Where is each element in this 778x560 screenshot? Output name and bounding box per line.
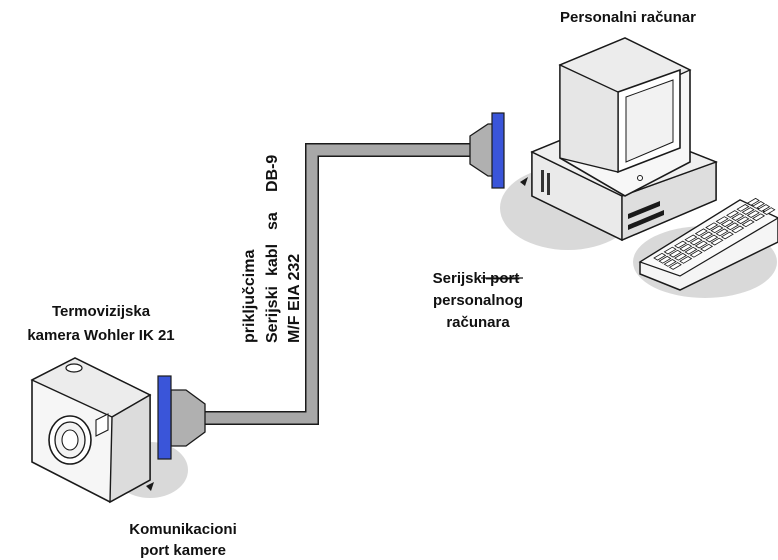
desktop-computer-icon: [530, 37, 718, 242]
keyboard-key: [700, 243, 714, 252]
keyboard-key: [746, 197, 760, 206]
cable-desc-word-kabl: kabl: [264, 244, 281, 276]
cable-desc-line3: M/F EIA 232: [286, 254, 303, 343]
keyboard-key: [694, 228, 708, 237]
keyboard-key: [674, 240, 688, 249]
digital-camera-icon: [30, 357, 154, 504]
keyboard-key: [762, 207, 776, 215]
camera-label-line1: Termovizijska: [52, 303, 151, 320]
keyboard-key: [679, 243, 693, 252]
keyboard-key: [715, 228, 729, 237]
keyboard-key: [705, 234, 719, 243]
cable-desc-word-db9: DB-9: [264, 155, 281, 192]
keyboard-key: [710, 237, 724, 246]
keyboard-key: [720, 231, 734, 240]
keyboard-key: [668, 249, 682, 258]
keyboard-key: [700, 231, 714, 240]
cable-desc-word-serijski: Serijski: [264, 286, 281, 343]
camera-group: [30, 357, 206, 504]
computer-db9-connector: [469, 112, 528, 189]
keyboard-key: [731, 225, 745, 234]
camera-port-label-line1: Komunikacioni: [129, 521, 237, 538]
serial-cable: [205, 143, 470, 425]
keyboard-key: [710, 225, 724, 234]
keyboard-key: [684, 246, 698, 255]
keyboard-key: [663, 246, 677, 255]
computer-group: [469, 37, 778, 298]
pc-port-label-line3: računara: [446, 314, 510, 331]
keyboard-key: [726, 210, 740, 218]
keyboard-key: [663, 259, 677, 267]
camera-db9-connector: [157, 375, 206, 460]
keyboard-icon: [638, 197, 778, 291]
keyboard-key: [746, 210, 760, 218]
keyboard-key: [684, 234, 698, 243]
keyboard-key: [736, 216, 750, 225]
keyboard-key: [658, 255, 672, 264]
keyboard-key: [757, 204, 771, 212]
camera-port-label-line2: port kamere: [140, 542, 226, 559]
pc-title: Personalni računar: [560, 9, 696, 26]
keyboard-key: [705, 222, 719, 231]
keyboard-key: [653, 252, 667, 261]
camera-label-line2: kamera Wohler IK 21: [27, 327, 174, 344]
keyboard-key: [668, 262, 682, 270]
keyboard-key: [752, 201, 766, 209]
pc-port-label-line2: personalnog: [433, 292, 523, 309]
keyboard-key: [689, 237, 703, 246]
keyboard-key: [720, 219, 734, 228]
keyboard-key: [726, 222, 740, 231]
keyboard-key: [679, 256, 693, 264]
cable-desc-line1: priključcima: [241, 250, 258, 343]
keyboard-key: [741, 219, 755, 228]
keyboard-key: [736, 204, 750, 212]
keyboard-key: [731, 213, 745, 221]
keyboard-key: [752, 213, 766, 222]
cable-desc-word-sa: sa: [264, 212, 281, 230]
keyboard-keys: [653, 197, 776, 270]
keyboard-key: [694, 240, 708, 249]
keyboard-key: [715, 216, 729, 224]
keyboard-key: [674, 252, 688, 261]
keyboard-key: [741, 207, 755, 215]
keyboard-key: [689, 249, 703, 258]
cable-description: priključcima Serijski kabl sa DB-9 M/F E…: [241, 155, 303, 343]
